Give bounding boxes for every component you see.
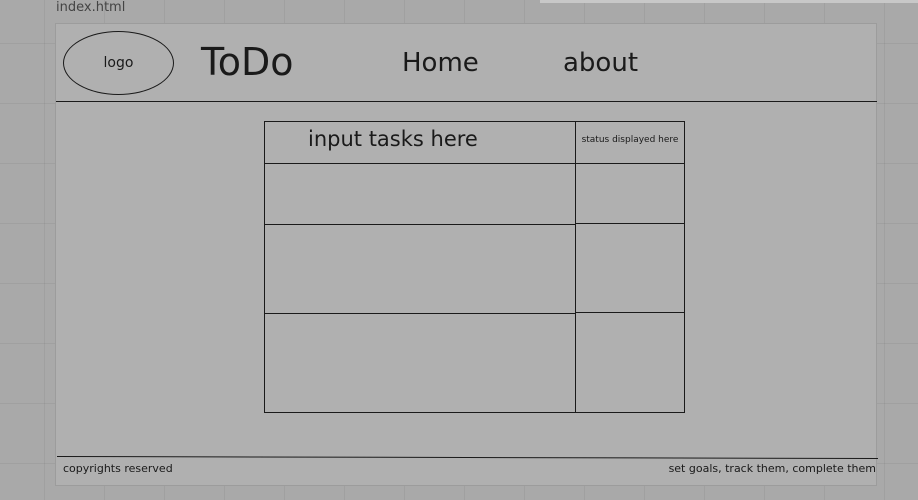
wireframe-page [55,23,877,486]
task-row-cell[interactable] [264,313,576,413]
logo-placeholder[interactable]: logo [63,31,174,95]
file-name-label: index.html [56,0,126,15]
footer-tagline: set goals, track them, complete them [668,462,876,475]
logo-label: logo [103,55,134,71]
status-header: status displayed here [581,135,679,145]
nav-home-link[interactable]: Home [402,48,479,78]
header-divider [56,101,877,102]
task-row-cell[interactable] [264,163,576,225]
nav-about-link[interactable]: about [563,48,639,78]
status-row-cell [575,163,685,224]
status-row-cell [575,223,685,313]
status-row-cell [575,312,685,413]
task-row-cell[interactable] [264,224,576,314]
top-strip [540,0,918,3]
task-input-header: input tasks here [308,127,478,151]
app-title: ToDo [201,40,294,84]
footer-copyright: copyrights reserved [63,462,173,475]
